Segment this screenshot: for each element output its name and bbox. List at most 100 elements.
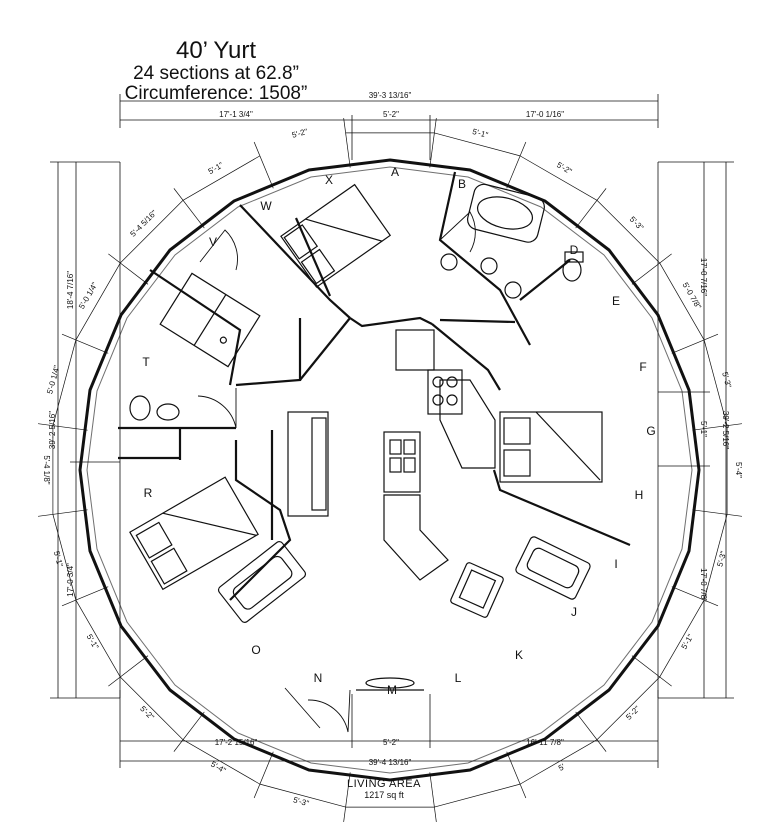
panel-width-label: 5'-2" — [291, 127, 309, 140]
section-r: R — [144, 486, 153, 500]
panel-dim-line — [434, 132, 521, 157]
panel-leader — [108, 253, 149, 285]
panel-width-label: 5'-4" — [734, 462, 743, 478]
bed-upper-left — [280, 183, 392, 288]
kitchen-island — [383, 431, 421, 493]
panel-dim-line — [596, 676, 660, 740]
panel-width-label: 5'-1" — [471, 127, 489, 140]
panel-dim-line — [120, 676, 184, 740]
panel-width-label: 5'-3" — [720, 371, 733, 389]
panel-width-labels: 5'-2"5'-1"5'-4 5/16"5'-0 1/4"5'-0 1/4"5'… — [42, 127, 743, 808]
bottom-total-dim: 39'-4 13/16" — [369, 758, 412, 767]
section-a: A — [391, 165, 399, 179]
panel-dim-line — [434, 783, 521, 808]
section-l: L — [455, 671, 462, 685]
panel-leader — [108, 655, 149, 687]
panel-leader — [61, 333, 109, 354]
panel-dim-line — [659, 599, 705, 678]
panel-leaders — [37, 117, 743, 823]
sink-left — [156, 403, 180, 421]
bottom-dim-3: 16'-11 7/8" — [526, 738, 564, 747]
entry-window — [365, 677, 415, 689]
panel-width-label: 5'-3" — [292, 795, 310, 808]
toilet-right — [562, 251, 584, 282]
bed-lower-left — [129, 476, 259, 591]
top-dim-1: 17'-1 3/4" — [219, 110, 253, 119]
door-v — [199, 229, 238, 271]
section-b: B — [458, 177, 466, 191]
panel-width-label: 5'-1" — [207, 160, 225, 176]
panel-width-label: 5'-3" — [715, 550, 728, 568]
bed-right — [499, 411, 603, 483]
panel-dim-line — [259, 783, 346, 808]
sofa-lower-left — [217, 541, 307, 623]
interior-walls — [118, 171, 631, 601]
panel-width-label: 5' — [557, 762, 567, 773]
left-dim-1: 18'-4 7/16" — [66, 271, 75, 309]
section-m: M — [387, 683, 397, 697]
panel-dim-line — [596, 200, 660, 264]
right-dim-1: 17'-0 7/16" — [699, 258, 708, 296]
panel-width-label: 5'-1" — [680, 632, 696, 650]
section-g: G — [646, 424, 655, 438]
panel-width-label: 5'-1" — [85, 633, 101, 651]
section-t: T — [142, 355, 150, 369]
panel-leader — [61, 586, 109, 607]
armchair — [450, 562, 504, 618]
panel-leader — [253, 141, 274, 189]
panel-width-label: 5'-0 1/4" — [77, 281, 100, 311]
area-name: LIVING AREA — [347, 778, 421, 790]
furniture — [129, 183, 603, 691]
panel-leader — [671, 586, 719, 607]
right-total-dim: 39'-2 5/16" — [721, 411, 730, 449]
panel-leader — [37, 509, 88, 517]
sink-3 — [504, 281, 522, 299]
bottom-dim-1: 17'-2 15/16" — [215, 738, 258, 747]
section-w: W — [260, 199, 272, 213]
panel-dim-line — [75, 262, 121, 341]
left-total-dim: 39'-2 5/16" — [48, 411, 57, 449]
right-dim-3: 17'-0 7/8" — [699, 568, 708, 602]
panel-width-label: 5'-2" — [555, 160, 573, 176]
section-h: H — [635, 488, 644, 502]
dimension-lines — [50, 94, 734, 768]
section-labels: A B D E F G H I J K L M N O R T V W X — [142, 165, 655, 697]
door-left-bath — [197, 388, 237, 429]
panel-leader — [173, 188, 205, 229]
panel-leader — [343, 117, 351, 168]
kitchen-counter-right — [439, 379, 496, 469]
top-total-dim: 39'-3 13/16" — [369, 91, 412, 100]
top-dim-3: 17'-0 1/16" — [526, 110, 564, 119]
plan-sections: 24 sections at 62.8” — [133, 62, 299, 84]
panel-dim-line — [659, 262, 705, 341]
panel-dim-line — [52, 514, 77, 601]
door-bath-top — [439, 211, 476, 253]
section-v: V — [209, 235, 217, 249]
panel-leader — [429, 117, 437, 168]
panel-dim-line — [182, 739, 261, 785]
panel-dim-line — [120, 200, 184, 264]
stove — [427, 369, 463, 415]
panel-width-label: 5'-2" — [138, 704, 156, 722]
section-e: E — [612, 294, 620, 308]
section-x: X — [325, 173, 333, 187]
panel-dim-line — [703, 514, 728, 601]
panel-dim-line — [519, 739, 598, 785]
shower-left — [159, 272, 261, 368]
sink-2 — [480, 257, 498, 275]
panel-leader — [575, 188, 607, 229]
panel-dim-line — [52, 339, 77, 426]
doors — [197, 211, 476, 733]
door-n — [284, 687, 351, 733]
bathtub — [466, 183, 545, 243]
panel-leader — [37, 423, 88, 431]
panel-leader — [253, 751, 274, 799]
piano — [287, 411, 329, 517]
top-dim-2: 5'-2" — [383, 110, 399, 119]
panel-leader — [429, 772, 437, 823]
section-n: N — [314, 671, 323, 685]
section-o: O — [251, 643, 260, 657]
plan-title: 40’ Yurt — [175, 37, 257, 64]
panel-width-label: 5'-1" — [52, 550, 65, 568]
plan-circumference: Circumference: 1508” — [124, 83, 308, 105]
